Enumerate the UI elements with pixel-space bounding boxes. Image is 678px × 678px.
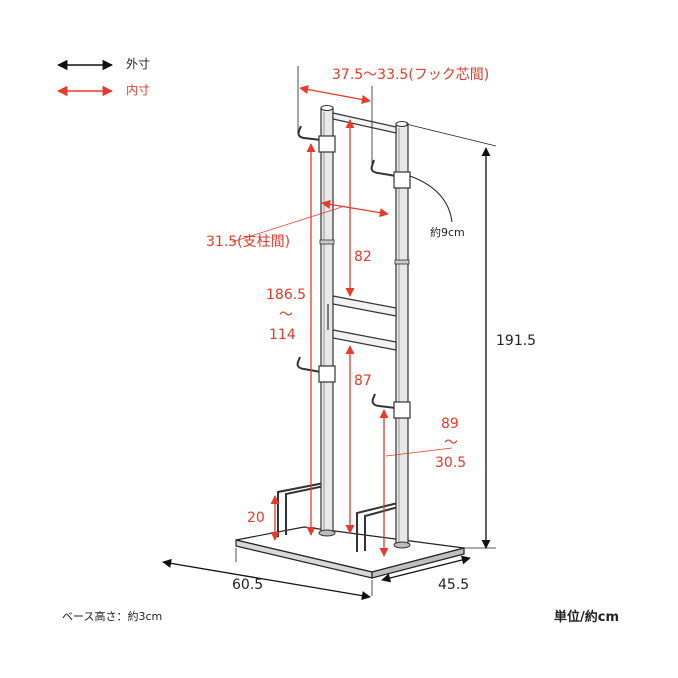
base-width-label: 60.5	[232, 577, 264, 593]
hook-pitch-arrow	[299, 85, 371, 104]
middle-bar	[327, 295, 397, 351]
hook-middle-left	[296, 356, 336, 383]
middle-gap-label: 87	[354, 373, 372, 389]
base-depth-arrow	[381, 555, 471, 583]
lower-hook-top-label: 89	[441, 416, 459, 432]
base-width-arrow	[162, 558, 371, 601]
base-plate	[235, 526, 465, 579]
hook-upper-right	[370, 159, 411, 189]
legend-outer-label: 外寸	[126, 57, 151, 71]
tray-height-label: 20	[247, 510, 265, 526]
top-bar	[332, 112, 397, 134]
lower-hook-sep: ～	[444, 435, 458, 451]
hook-diameter-leader	[409, 175, 453, 223]
inner-height-sep: ～	[279, 307, 293, 323]
hook-pitch-label: 37.5～33.5(フック芯間)	[332, 67, 490, 83]
base-depth-label: 45.5	[438, 577, 470, 593]
inner-height-bottom-label: 114	[269, 327, 296, 343]
legend-inner-label: 内寸	[126, 83, 151, 97]
base-height-note: ベース高さ：約3cm	[62, 610, 163, 623]
pole-spacing-arrow	[321, 199, 389, 218]
upper-gap-label: 82	[354, 249, 372, 265]
total-height-label: 191.5	[496, 333, 537, 349]
left-pole	[318, 105, 336, 537]
hook-upper-left	[297, 125, 336, 153]
unit-label: 単位/約cm	[554, 610, 620, 625]
inner-height-top-label: 186.5	[266, 287, 307, 303]
lower-hook-bottom-label: 30.5	[435, 455, 467, 471]
hook-diameter-label: 約9cm	[430, 226, 465, 239]
right-pole	[393, 121, 411, 549]
pole-spacing-label: 31.5(支柱間)	[206, 234, 291, 250]
hook-lower-right	[371, 393, 411, 419]
